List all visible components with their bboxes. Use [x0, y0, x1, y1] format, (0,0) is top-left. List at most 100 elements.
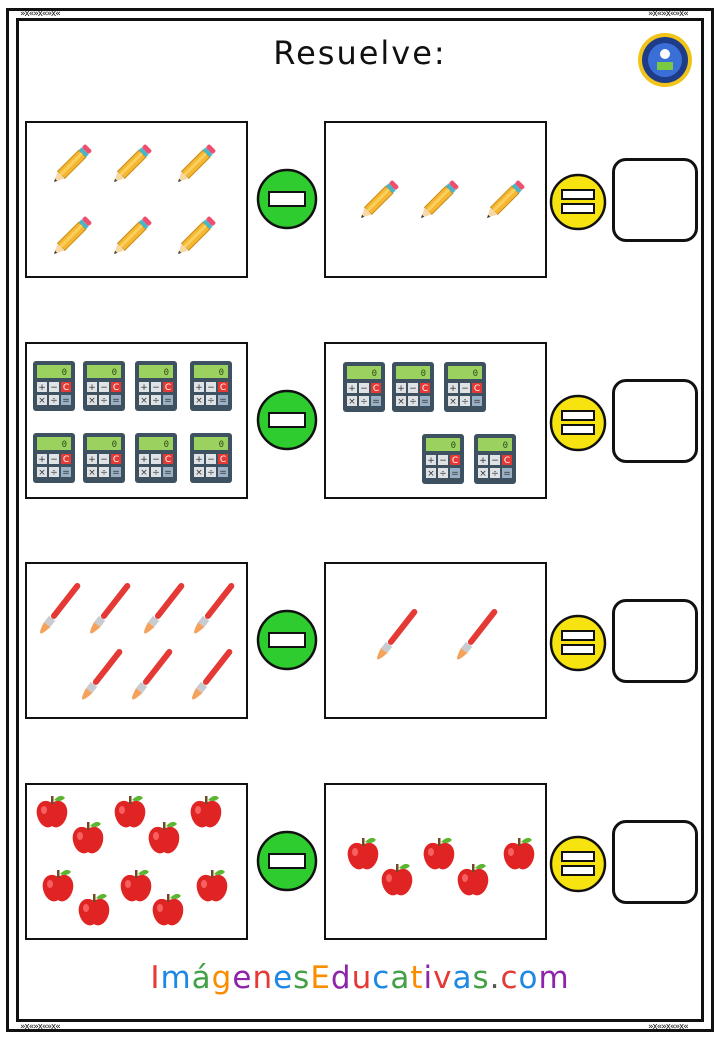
svg-text:−: −	[152, 455, 160, 465]
svg-text:÷: ÷	[152, 396, 160, 406]
svg-text:×: ×	[88, 396, 96, 406]
answer-box[interactable]	[612, 379, 698, 463]
minuend-box	[25, 783, 248, 940]
pencil-icon	[165, 207, 225, 271]
svg-text:=: =	[451, 469, 459, 479]
svg-text:×: ×	[38, 396, 46, 406]
svg-text:−: −	[439, 456, 447, 466]
pencil-icon	[348, 171, 408, 235]
svg-text:−: −	[461, 384, 469, 394]
apple-icon	[344, 835, 382, 877]
answer-box[interactable]	[612, 158, 698, 242]
border-ornament-top-left: »x«»x«»x«	[20, 9, 61, 19]
footer-letter: e	[232, 960, 253, 996]
svg-text:−: −	[409, 384, 417, 394]
footer-letter: g	[211, 960, 233, 996]
footer-website-logo: ImágenesEducativas.com	[0, 960, 720, 996]
minus-sign-icon	[256, 830, 318, 892]
pencil-icon	[41, 135, 101, 199]
calculator-icon: 0 + − C × ÷ =	[134, 360, 178, 416]
svg-text:×: ×	[427, 469, 435, 479]
paintbrush-icon	[368, 600, 420, 680]
minuend-box	[25, 562, 248, 719]
svg-text:=: =	[219, 468, 227, 478]
svg-text:C: C	[422, 384, 428, 394]
svg-text:0: 0	[219, 440, 224, 450]
svg-text:×: ×	[140, 468, 148, 478]
svg-text:C: C	[165, 455, 171, 465]
svg-text:×: ×	[38, 468, 46, 478]
svg-text:÷: ÷	[50, 468, 58, 478]
apple-icon	[75, 891, 113, 933]
footer-letter: a	[390, 960, 411, 996]
footer-letter: s	[293, 960, 311, 996]
svg-text:−: −	[207, 455, 215, 465]
svg-text:0: 0	[62, 368, 67, 378]
svg-text:0: 0	[62, 440, 67, 450]
svg-text:+: +	[479, 456, 487, 466]
paintbrush-icon	[31, 574, 83, 654]
subtrahend-box	[324, 562, 547, 719]
svg-text:×: ×	[449, 397, 457, 407]
footer-letter: s	[472, 960, 490, 996]
svg-text:C: C	[63, 383, 69, 393]
apple-icon	[193, 867, 231, 909]
pencil-icon	[41, 207, 101, 271]
svg-text:=: =	[421, 397, 429, 407]
svg-text:C: C	[452, 456, 458, 466]
calculator-icon: 0 + − C × ÷ =	[421, 433, 465, 489]
calculator-icon: 0 + − C × ÷ =	[189, 432, 233, 488]
svg-text:−: −	[207, 383, 215, 393]
svg-text:0: 0	[451, 441, 456, 451]
svg-text:+: +	[195, 383, 203, 393]
svg-text:=: =	[372, 397, 380, 407]
answer-box[interactable]	[612, 599, 698, 683]
border-ornament-top-right: »x«»x«»x«	[648, 9, 689, 19]
footer-letter: E	[310, 960, 331, 996]
calculator-icon: 0 + − C × ÷ =	[134, 432, 178, 488]
svg-text:=: =	[112, 468, 120, 478]
svg-text:÷: ÷	[491, 469, 499, 479]
svg-text:0: 0	[473, 369, 478, 379]
equals-sign-icon	[549, 394, 607, 452]
subtrahend-box: 0 + − C × ÷ = 0 + − C × ÷ = 0 + − C × ÷ …	[324, 342, 547, 499]
svg-text:×: ×	[88, 468, 96, 478]
border-ornament-bottom-right: »x«»x«»x«	[648, 1022, 689, 1032]
svg-text:×: ×	[140, 396, 148, 406]
svg-text:0: 0	[503, 441, 508, 451]
svg-text:+: +	[140, 455, 148, 465]
svg-text:÷: ÷	[207, 468, 215, 478]
paintbrush-icon	[135, 574, 187, 654]
footer-letter: i	[423, 960, 434, 996]
svg-text:−: −	[50, 455, 58, 465]
svg-text:0: 0	[112, 440, 117, 450]
apple-icon	[500, 835, 538, 877]
calculator-icon: 0 + − C × ÷ =	[32, 432, 76, 488]
svg-text:×: ×	[479, 469, 487, 479]
svg-text:C: C	[165, 383, 171, 393]
answer-box[interactable]	[612, 820, 698, 904]
svg-text:0: 0	[372, 369, 377, 379]
minuend-box	[25, 121, 248, 278]
svg-text:C: C	[113, 455, 119, 465]
svg-text:C: C	[63, 455, 69, 465]
svg-text:=: =	[62, 396, 70, 406]
apple-icon	[378, 861, 416, 903]
equals-sign-icon	[549, 835, 607, 893]
svg-text:C: C	[220, 455, 226, 465]
minus-sign-icon	[256, 168, 318, 230]
svg-text:+: +	[449, 384, 457, 394]
svg-text:+: +	[195, 455, 203, 465]
calculator-icon: 0 + − C × ÷ =	[342, 361, 386, 417]
svg-text:=: =	[473, 397, 481, 407]
svg-text:C: C	[373, 384, 379, 394]
svg-text:÷: ÷	[409, 397, 417, 407]
page-title: Resuelve:	[273, 34, 447, 72]
paintbrush-icon	[183, 640, 235, 720]
svg-text:0: 0	[421, 369, 426, 379]
svg-text:C: C	[113, 383, 119, 393]
svg-text:÷: ÷	[100, 468, 108, 478]
border-ornament-bottom-left: »x«»x«»x«	[20, 1022, 61, 1032]
svg-text:0: 0	[112, 368, 117, 378]
svg-text:÷: ÷	[207, 396, 215, 406]
